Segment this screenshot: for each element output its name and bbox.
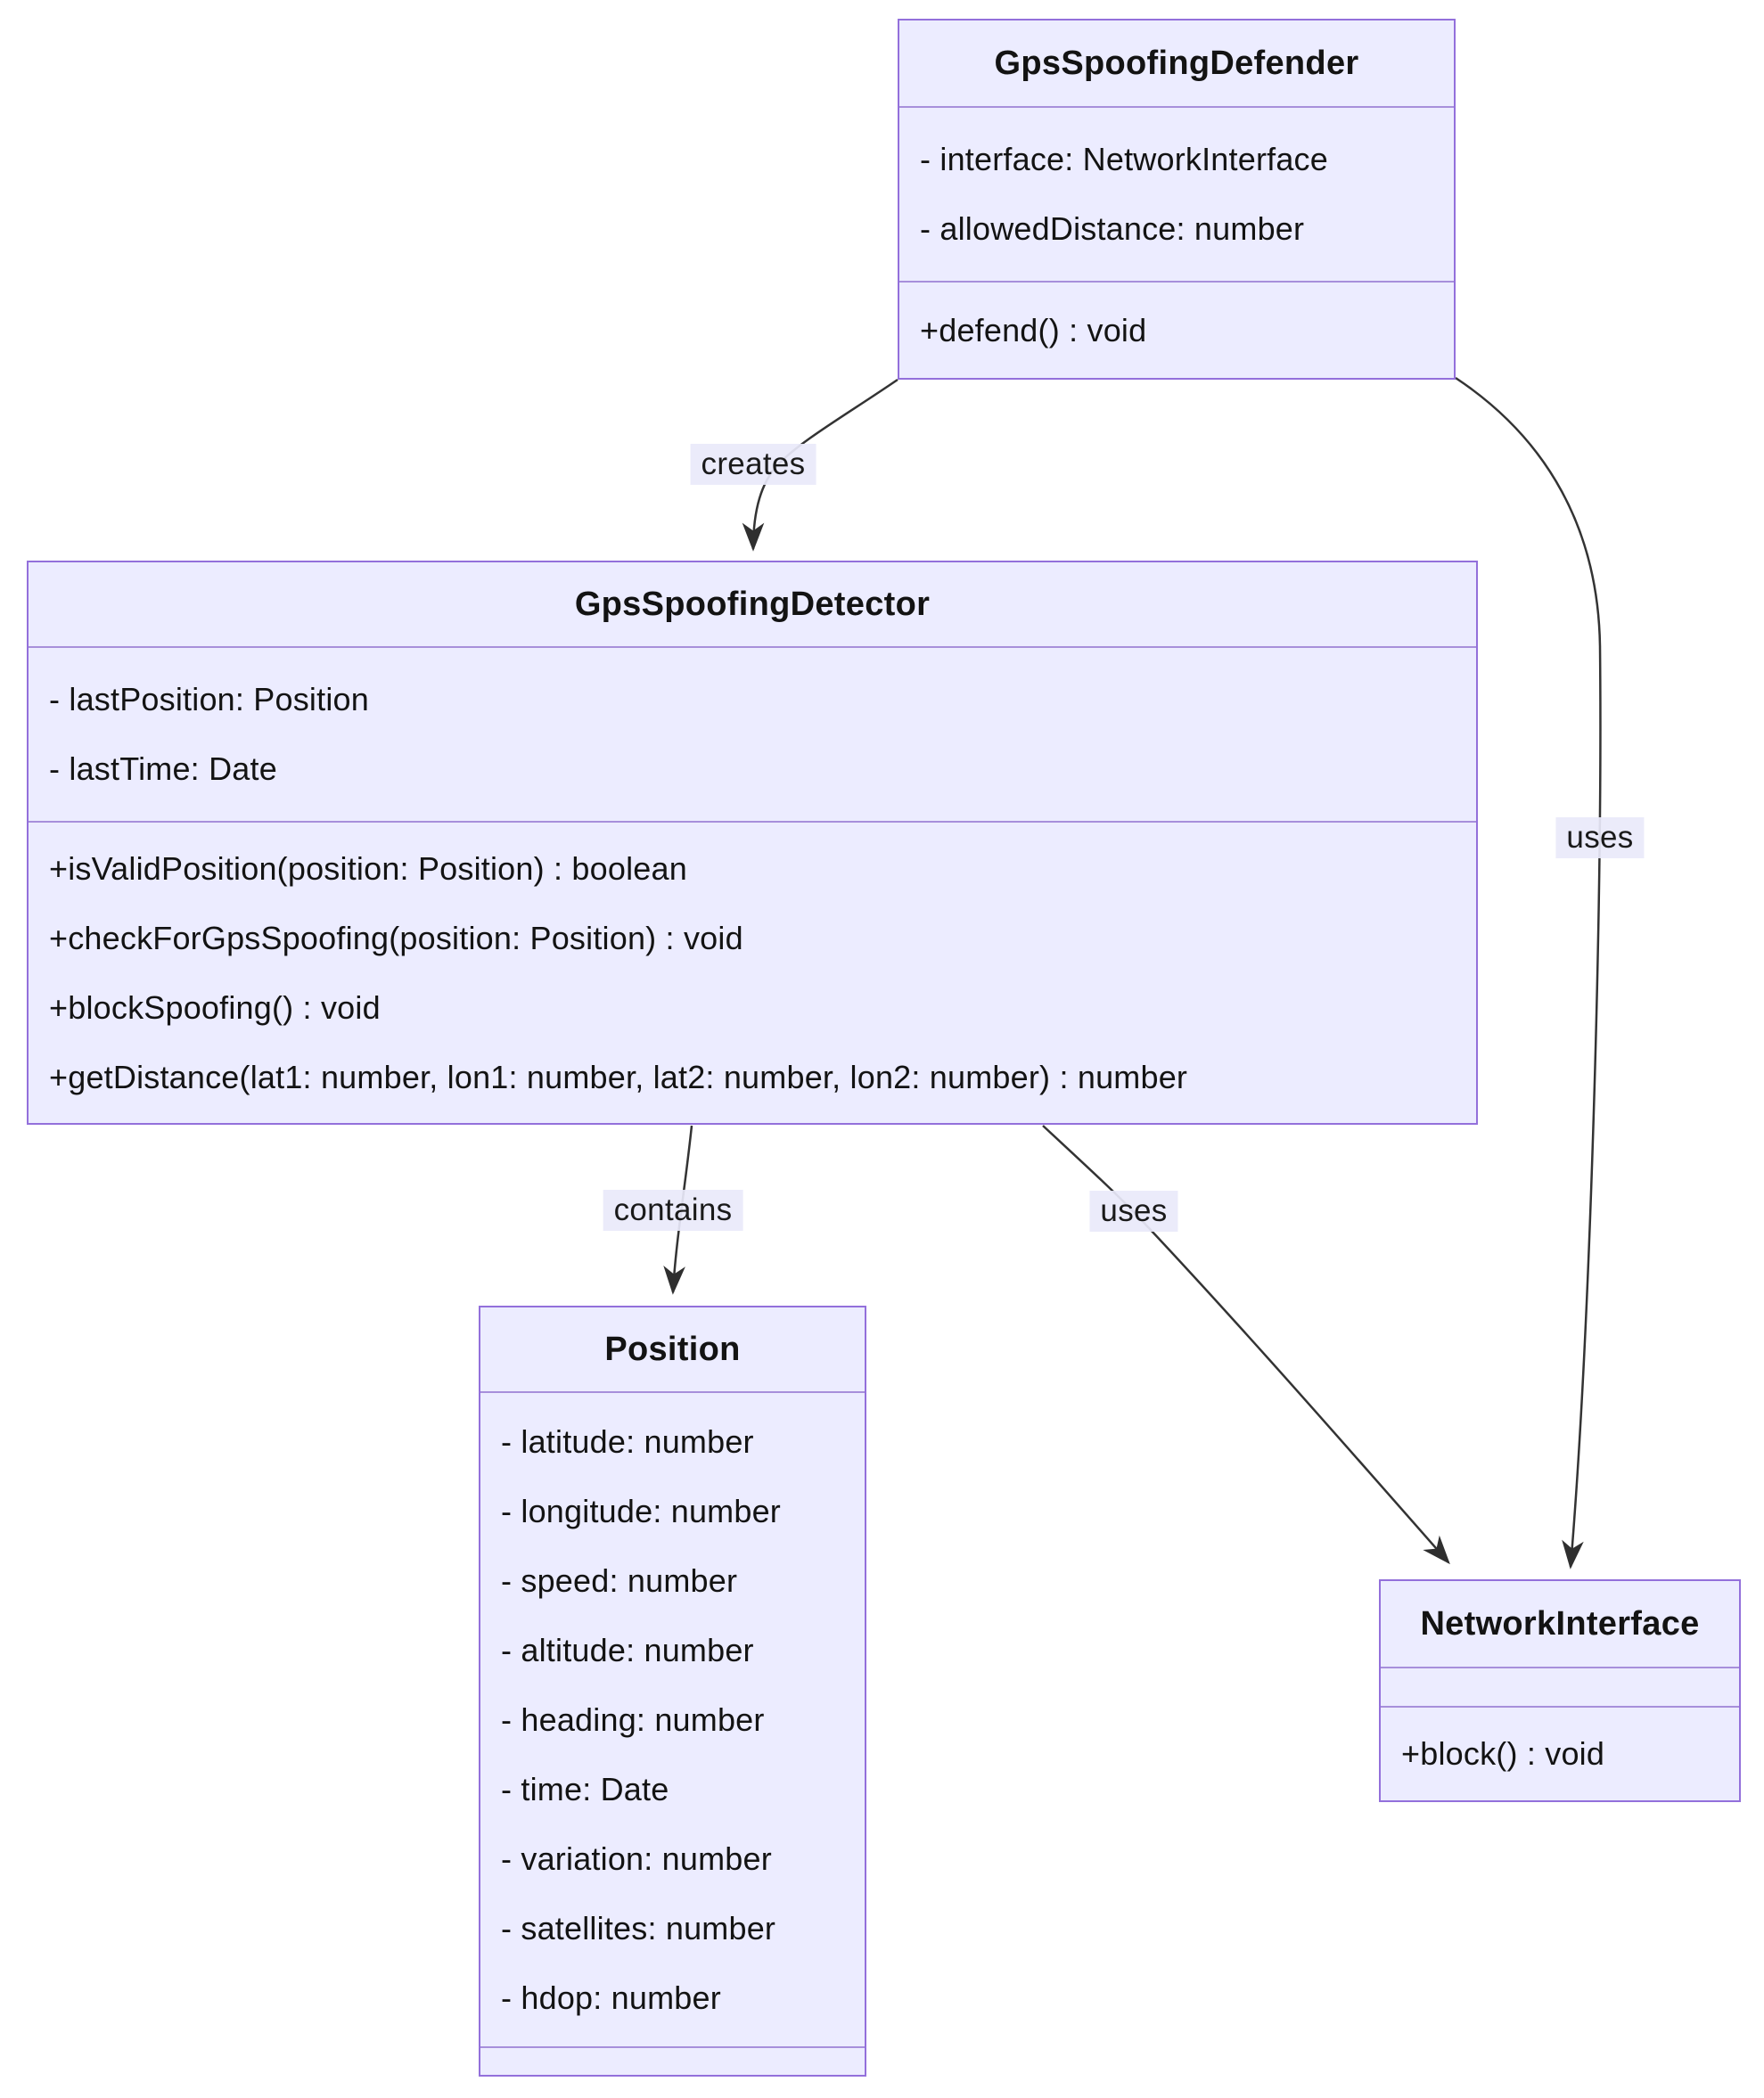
edge-label-detector-uses: uses: [1089, 1191, 1178, 1232]
class-gps-spoofing-defender: GpsSpoofingDefender - interface: Network…: [898, 19, 1456, 380]
attributes-compartment: - interface: NetworkInterface - allowedD…: [899, 108, 1454, 283]
class-method: +block() : void: [1401, 1735, 1605, 1772]
class-title: GpsSpoofingDefender: [899, 20, 1454, 108]
class-attribute: - time: Date: [501, 1770, 669, 1807]
class-attribute: - heading: number: [501, 1701, 765, 1738]
class-attribute: - latitude: number: [501, 1422, 754, 1460]
class-method: +defend() : void: [920, 311, 1147, 348]
class-attribute: - hdop: number: [501, 1979, 721, 2016]
edge-label-contains: contains: [603, 1190, 743, 1231]
class-method: +blockSpoofing() : void: [49, 988, 381, 1026]
class-title: GpsSpoofingDetector: [29, 562, 1476, 648]
class-network-interface: NetworkInterface +block() : void: [1379, 1579, 1741, 1802]
attributes-compartment: - latitude: number - longitude: number -…: [480, 1393, 865, 2048]
class-title: Position: [480, 1307, 865, 1393]
class-attribute: - interface: NetworkInterface: [920, 141, 1328, 177]
edge-detector-uses: [1042, 1125, 1450, 1565]
methods-compartment-empty: [480, 2048, 865, 2075]
methods-compartment: +isValidPosition(position: Position) : b…: [29, 823, 1476, 1123]
class-attribute: - variation: number: [501, 1840, 772, 1877]
edge-label-creates: creates: [690, 444, 816, 485]
class-method: +isValidPosition(position: Position) : b…: [49, 849, 687, 887]
class-attribute: - lastTime: Date: [49, 750, 277, 787]
edge-defender-uses: [1455, 376, 1602, 1569]
attributes-compartment-empty: [1381, 1668, 1739, 1708]
class-method: +getDistance(lat1: number, lon1: number,…: [49, 1058, 1188, 1095]
class-position: Position - latitude: number - longitude:…: [479, 1306, 866, 2077]
class-attribute: - allowedDistance: number: [920, 210, 1305, 247]
class-attribute: - satellites: number: [501, 1909, 776, 1946]
attributes-compartment: - lastPosition: Position - lastTime: Dat…: [29, 648, 1476, 823]
class-attribute: - speed: number: [501, 1561, 738, 1599]
methods-compartment: +defend() : void: [899, 283, 1454, 378]
class-method: +checkForGpsSpoofing(position: Position)…: [49, 919, 743, 956]
edge-label-defender-uses: uses: [1555, 817, 1645, 858]
class-title: NetworkInterface: [1381, 1581, 1739, 1668]
class-attribute: - longitude: number: [501, 1492, 781, 1529]
class-attribute: - lastPosition: Position: [49, 681, 369, 717]
methods-compartment: +block() : void: [1381, 1708, 1739, 1800]
class-attribute: - altitude: number: [501, 1631, 754, 1668]
class-gps-spoofing-detector: GpsSpoofingDetector - lastPosition: Posi…: [27, 561, 1478, 1125]
